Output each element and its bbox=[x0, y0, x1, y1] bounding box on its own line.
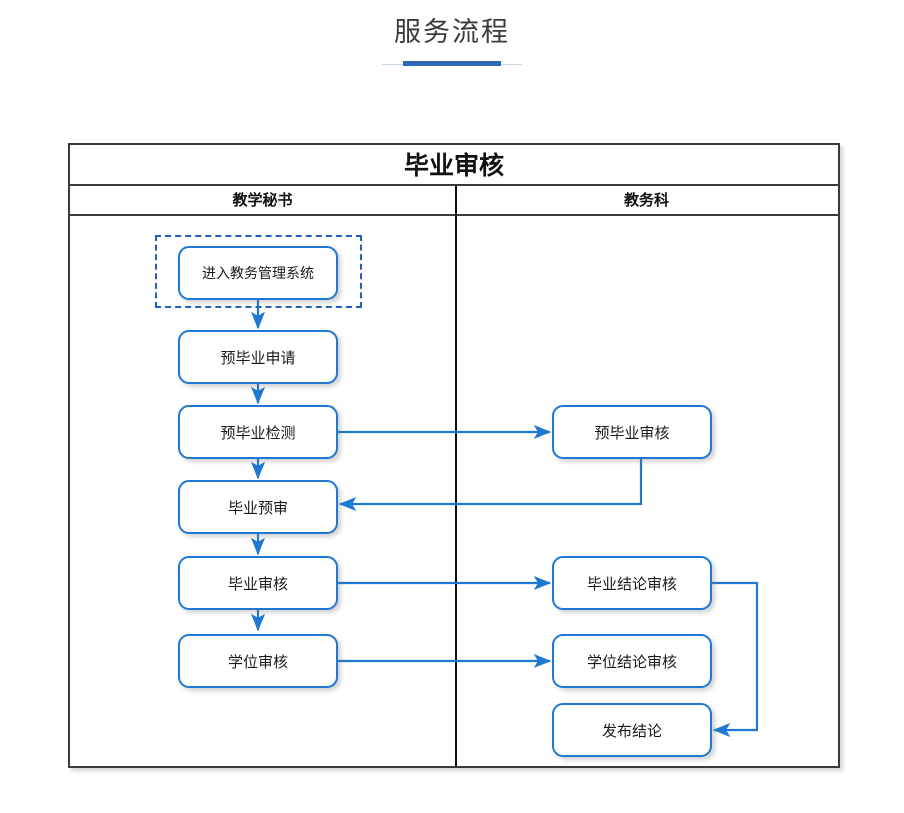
flow-node-graduation-conclusion-audit[interactable]: 毕业结论审核 bbox=[552, 556, 712, 610]
selection-marquee[interactable] bbox=[155, 235, 362, 308]
flow-node-pre-graduation-audit[interactable]: 预毕业审核 bbox=[552, 405, 712, 459]
title-underline-accent bbox=[403, 61, 501, 66]
lane-header-left: 教学秘书 bbox=[232, 191, 293, 209]
lane-header-row: 教学秘书 教务科 bbox=[70, 186, 838, 216]
flow-node-pre-graduation-application[interactable]: 预毕业申请 bbox=[178, 330, 338, 384]
diagram-title: 毕业审核 bbox=[70, 145, 838, 186]
flow-node-degree-conclusion-audit[interactable]: 学位结论审核 bbox=[552, 634, 712, 688]
page-header: 服务流程 bbox=[0, 0, 904, 110]
flow-node-enter-system[interactable]: 进入教务管理系统 bbox=[178, 246, 338, 300]
flow-node-publish-conclusion[interactable]: 发布结论 bbox=[552, 703, 712, 757]
flow-node-pre-graduation-check[interactable]: 预毕业检测 bbox=[178, 405, 338, 459]
flow-node-graduation-review[interactable]: 毕业审核 bbox=[178, 556, 338, 610]
lane-header-right: 教务科 bbox=[623, 191, 669, 209]
page-title: 服务流程 bbox=[394, 17, 510, 48]
flow-node-degree-review[interactable]: 学位审核 bbox=[178, 634, 338, 688]
lane-divider bbox=[455, 186, 457, 766]
flow-node-graduation-pre-review[interactable]: 毕业预审 bbox=[178, 480, 338, 534]
